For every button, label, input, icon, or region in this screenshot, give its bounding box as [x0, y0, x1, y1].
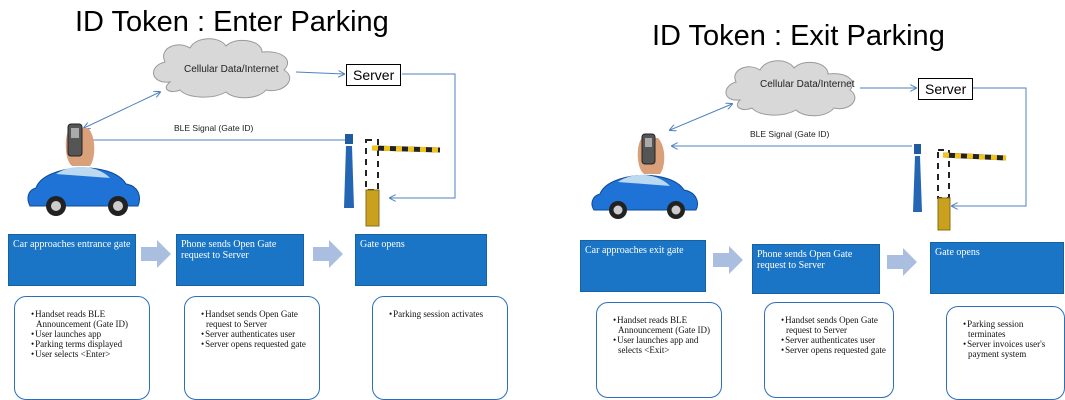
phone-cloud-connector — [670, 104, 732, 130]
detail-box-2: Handset sends Open Gate request to Serve… — [764, 302, 894, 398]
enter-parking-panel: ID Token : Enter Parking — [0, 0, 532, 400]
detail-box-3: Parking session activates — [372, 296, 508, 400]
phone-in-hand-icon — [65, 123, 95, 166]
detail-item: Parking session terminates — [963, 319, 1058, 339]
server-box: Server — [346, 64, 402, 86]
step-box-3: Gate opens — [355, 234, 487, 286]
server-gate-connector — [390, 73, 456, 198]
detail-item: Server invoices user's payment system — [963, 339, 1058, 359]
cloud-label: Cellular Data/Internet — [760, 79, 855, 90]
detail-item: User launches app — [31, 329, 143, 339]
detail-item: Parking session activates — [389, 309, 501, 319]
step-box-2: Phone sends Open Gate request to Server — [752, 244, 880, 294]
cloud-server-connector — [295, 72, 344, 74]
car-icon — [27, 166, 140, 216]
exit-title: ID Token : Exit Parking — [652, 20, 945, 52]
ble-label: BLE Signal (Gate ID) — [750, 129, 830, 139]
cloud-icon — [725, 60, 856, 117]
detail-item: Parking terms displayed — [31, 339, 143, 349]
step-box-2: Phone sends Open Gate request to Server — [176, 234, 304, 286]
exit-parking-panel: ID Token : Exit Parking — [572, 0, 1065, 400]
detail-box-3: Parking session terminates Server invoic… — [946, 306, 1065, 400]
detail-item: User launches app and selects <Exit> — [613, 335, 715, 355]
step-arrow-1 — [713, 246, 743, 274]
detail-item: Handset sends Open Gate request to Serve… — [201, 309, 313, 329]
antenna-icon — [344, 134, 354, 208]
detail-item: Server opens requested gate — [201, 339, 313, 349]
detail-item: Server authenticates user — [781, 335, 887, 345]
phone-in-hand-icon — [637, 133, 665, 174]
detail-box-1: Handset reads BLE Announcement (Gate ID)… — [14, 296, 150, 400]
step-box-1: Car approaches exit gate — [580, 240, 706, 292]
detail-item: Handset reads BLE Announcement (Gate ID) — [613, 315, 715, 335]
car-icon — [591, 174, 698, 219]
detail-box-2: Handset sends Open Gate request to Serve… — [184, 296, 320, 400]
detail-item: Server opens requested gate — [781, 345, 887, 355]
gate-barrier-icon — [365, 139, 441, 227]
detail-item: User selects <Enter> — [31, 349, 143, 359]
step-box-3: Gate opens — [930, 242, 1064, 294]
detail-item: Handset reads BLE Announcement (Gate ID) — [31, 309, 143, 329]
step-arrow-2 — [313, 240, 343, 268]
server-gate-connector — [952, 87, 1027, 206]
cloud-label: Cellular Data/Internet — [184, 64, 279, 75]
detail-item: Server authenticates user — [201, 329, 313, 339]
step-arrow-1 — [141, 240, 171, 268]
server-box: Server — [918, 78, 974, 100]
exit-scene — [591, 60, 1027, 231]
enter-scene — [27, 38, 456, 227]
step-arrow-2 — [887, 248, 917, 276]
phone-cloud-connector — [84, 92, 160, 128]
antenna-icon — [913, 144, 922, 212]
ble-label: BLE Signal (Gate ID) — [174, 123, 254, 133]
step-box-1: Car approaches entrance gate — [8, 234, 136, 286]
enter-title: ID Token : Enter Parking — [75, 6, 389, 38]
cloud-icon — [153, 38, 291, 99]
detail-box-1: Handset reads BLE Announcement (Gate ID)… — [596, 302, 722, 398]
detail-item: Handset sends Open Gate request to Serve… — [781, 315, 887, 335]
gate-barrier-icon — [937, 149, 1007, 231]
